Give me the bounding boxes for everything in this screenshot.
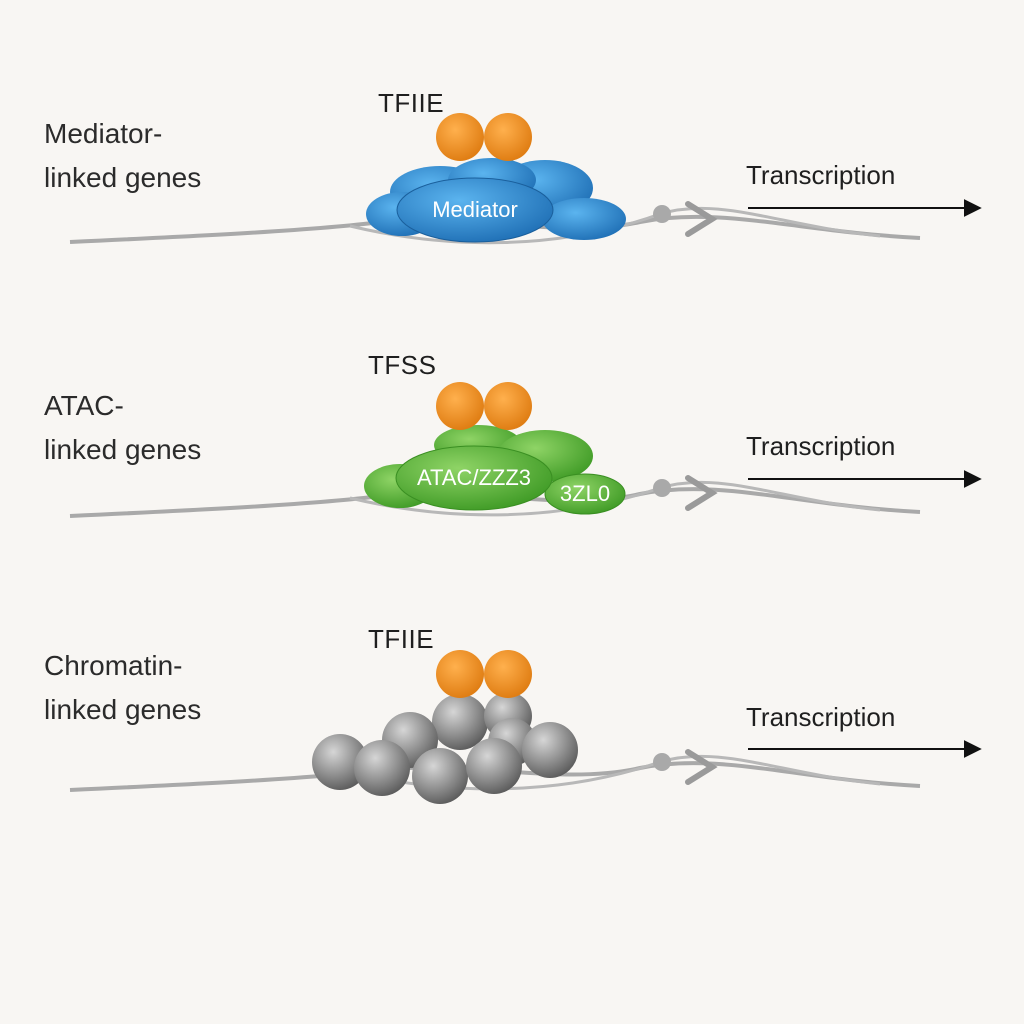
row-label-line2: linked genes	[44, 162, 202, 193]
row-chromatin	[69, 650, 982, 804]
tss-node	[653, 753, 671, 771]
nucleosome	[432, 694, 488, 750]
tf-sphere	[484, 382, 532, 430]
row-label-line1: ATAC-	[44, 390, 124, 421]
tss-node	[653, 205, 671, 223]
nucleosome-cluster	[312, 692, 578, 804]
mediator-core	[396, 177, 554, 243]
factor-label: TFIIE	[368, 624, 435, 654]
nucleosome	[412, 748, 468, 804]
row-label-line1: Chromatin-	[44, 650, 183, 681]
factor-label: TFSS	[368, 350, 437, 380]
complex-label: Mediator	[432, 197, 518, 222]
tss-chevron-icon	[685, 749, 718, 785]
tf-sphere	[484, 113, 532, 161]
row-label-line2: linked genes	[44, 694, 202, 725]
tf-sphere	[436, 113, 484, 161]
transcription-label: Transcription	[746, 160, 896, 190]
factor-label: TFIIE	[378, 88, 445, 118]
nucleosome	[354, 740, 410, 796]
row-label-line1: Mediator-	[44, 118, 163, 149]
transcription-label: Transcription	[746, 431, 896, 461]
complex-sublabel: 3ZL0	[560, 481, 610, 506]
mediator-subunit	[542, 198, 626, 240]
tf-sphere	[436, 650, 484, 698]
nucleosome	[466, 738, 522, 794]
complex-label: ATAC/ZZZ3	[417, 465, 531, 490]
tf-sphere	[484, 650, 532, 698]
transcription-label: Transcription	[746, 702, 896, 732]
atac-core	[395, 445, 553, 511]
row-mediator: Mediator	[69, 113, 982, 245]
row-label-atac: ATAC- linked genes	[44, 384, 201, 472]
atac-subunit	[544, 473, 626, 515]
nucleosome	[312, 734, 368, 790]
row-label-mediator: Mediator- linked genes	[44, 112, 201, 200]
tss-chevron-icon	[685, 475, 718, 511]
row-atac: ATAC/ZZZ3 3ZL0	[69, 382, 982, 518]
row-label-chromatin: Chromatin- linked genes	[44, 644, 201, 732]
row-label-line2: linked genes	[44, 434, 202, 465]
nucleosome	[522, 722, 578, 778]
tss-chevron-icon	[685, 201, 718, 237]
tss-node	[653, 479, 671, 497]
tf-sphere	[436, 382, 484, 430]
